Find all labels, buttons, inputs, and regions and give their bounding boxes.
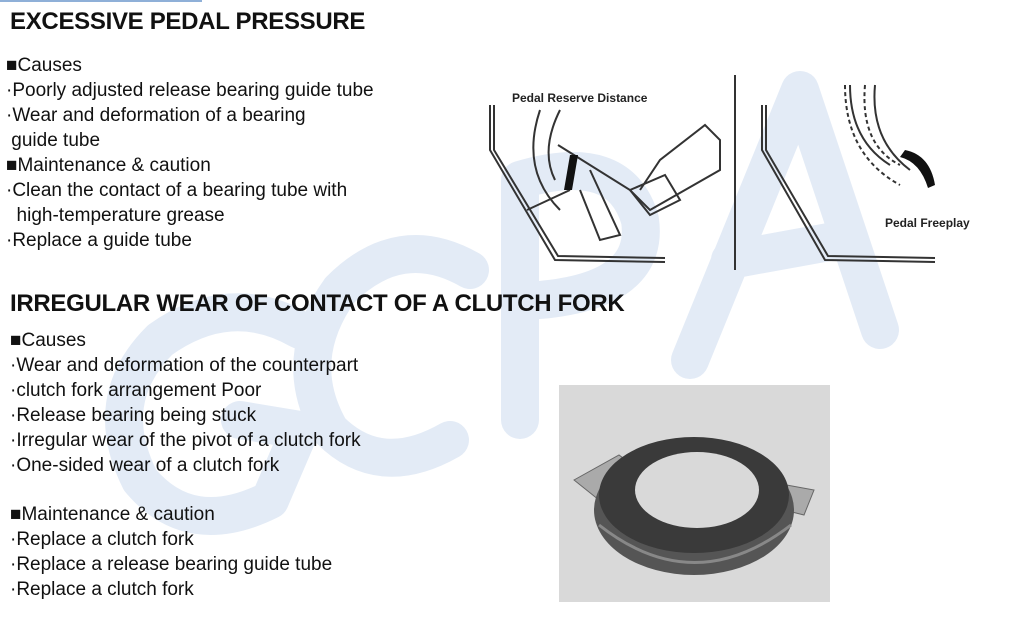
list-item: ·Replace a release bearing guide tube — [10, 554, 333, 575]
list-item: ·Poorly adjusted release bearing guide t… — [6, 80, 374, 101]
list-item: ·clutch fork arrangement Poor — [10, 380, 262, 401]
pedal-freeplay-label: Pedal Freeplay — [885, 216, 970, 230]
list-item: high-temperature grease — [6, 205, 225, 226]
section2-maintenance-list: ■Maintenance & caution ·Replace a clutch… — [10, 502, 332, 602]
list-item: ·Irregular wear of the pivot of a clutch… — [10, 430, 361, 451]
list-item: ·Wear and deformation of a bearing — [6, 105, 306, 126]
list-item: ■Causes — [6, 55, 82, 76]
list-item: ·Replace a clutch fork — [10, 579, 194, 600]
top-accent-line — [0, 0, 202, 2]
list-item: ·Release bearing being stuck — [10, 405, 257, 426]
list-item: ■Maintenance & caution — [10, 504, 215, 525]
section1-list: ■Causes ·Poorly adjusted release bearing… — [6, 53, 374, 253]
list-item: guide tube — [6, 130, 101, 151]
list-item: ·Replace a guide tube — [6, 230, 192, 251]
section1-title: EXCESSIVE PEDAL PRESSURE — [10, 8, 366, 35]
section2-causes-list: ■Causes ·Wear and deformation of the cou… — [10, 328, 361, 478]
list-item: ■Maintenance & caution — [6, 155, 211, 176]
list-item: ·One-sided wear of a clutch fork — [10, 455, 280, 476]
pedal-reserve-label: Pedal Reserve Distance — [512, 91, 648, 105]
list-item: ·Wear and deformation of the counterpart — [10, 355, 359, 376]
section2-title: IRREGULAR WEAR OF CONTACT OF A CLUTCH FO… — [10, 290, 625, 317]
list-item: ·Clean the contact of a bearing tube wit… — [6, 180, 348, 201]
release-bearing-photo — [559, 385, 830, 602]
list-item: ■Causes — [10, 330, 86, 351]
pedal-diagram: Pedal Reserve Distance Pedal Freeplay — [489, 75, 970, 270]
list-item: ·Replace a clutch fork — [10, 529, 194, 550]
